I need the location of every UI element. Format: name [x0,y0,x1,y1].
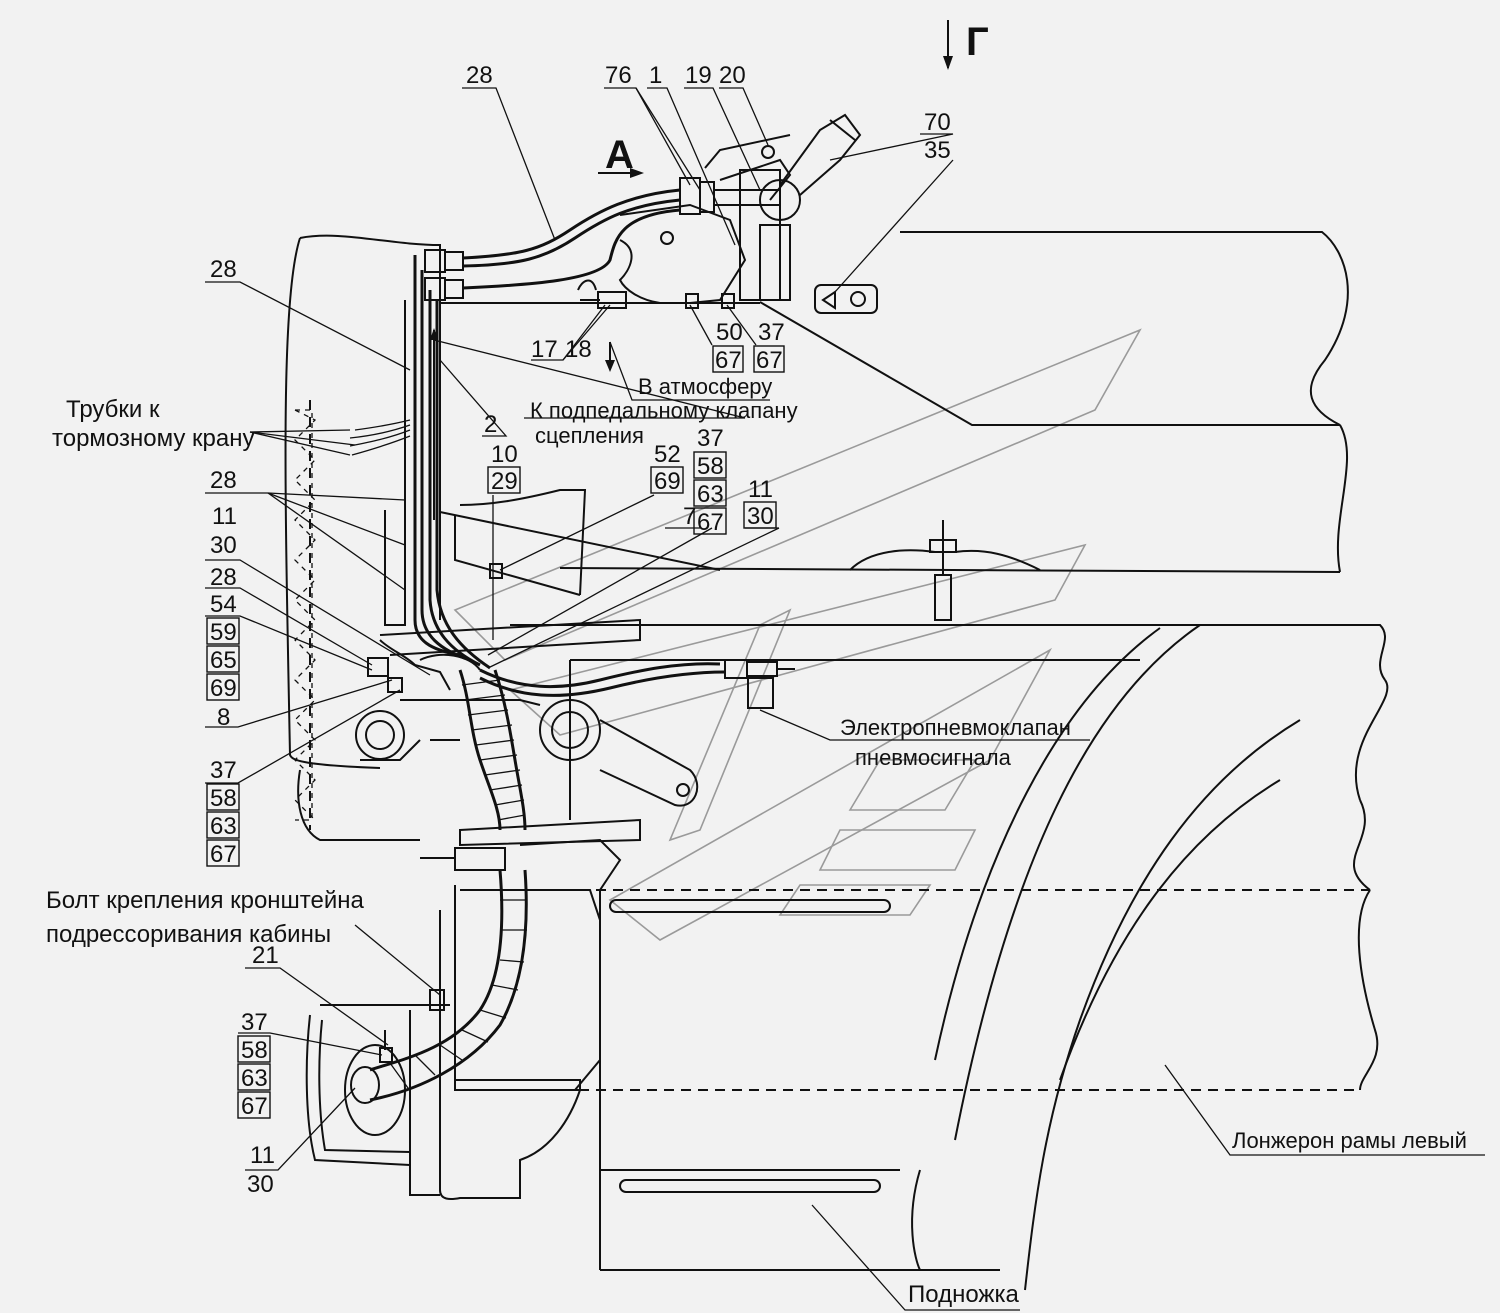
callout-30: 30 [247,1171,274,1198]
callout-65: 65 [210,647,237,674]
callout-8: 8 [217,704,230,731]
callout-37: 37 [210,757,237,784]
callout-58: 58 [697,453,724,480]
label-view-a: А [605,133,634,177]
label-valve-line1: Электропневмоклапан [840,715,1071,740]
label-step: Подножка [908,1281,1019,1308]
callout-67: 67 [241,1093,268,1120]
label-valve-line2: пневмосигнала [855,745,1012,770]
callout-52: 52 [654,441,681,468]
callout-58: 58 [210,785,237,812]
callout-1: 1 [649,62,662,89]
callout-67: 67 [210,841,237,868]
callouts: 28 76 1 19 20 70 35 28 17 18 50 67 37 67… [206,62,951,1198]
label-frame-rail: Лонжерон рамы левый [1232,1128,1467,1153]
callout-54: 54 [210,591,237,618]
callout-30: 30 [210,532,237,559]
callout-58: 58 [241,1037,268,1064]
label-clutch-line2: сцепления [535,423,644,448]
callout-28: 28 [466,62,493,89]
label-bolt-line1: Болт крепления кронштейна [46,887,365,914]
callout-63: 63 [697,481,724,508]
callout-11: 11 [748,476,773,503]
callout-67: 67 [715,347,742,374]
callout-19: 19 [685,62,712,89]
callout-21: 21 [252,942,279,969]
label-tubes-line2: тормозному крану [52,425,255,452]
callout-69: 69 [210,675,237,702]
callout-50: 50 [716,319,743,346]
vehicle-body [440,231,1389,1291]
callout-76: 76 [605,62,632,89]
callout-30: 30 [747,503,774,530]
view-arrows [430,20,953,372]
callout-35: 35 [924,137,951,164]
suspension-bracket [305,869,601,1200]
callout-20: 20 [719,62,746,89]
callout-10: 10 [491,441,518,468]
callout-18: 18 [565,336,592,363]
labels: Г А Трубки к тормозному крану В атмосфер… [46,20,1467,1308]
callout-28: 28 [210,256,237,283]
callout-28: 28 [210,467,237,494]
callout-59: 59 [210,619,237,646]
callout-37: 37 [697,425,724,452]
cabin-section [284,234,441,841]
callout-69: 69 [654,468,681,495]
tube-bundle [349,255,795,891]
label-tubes-line1: Трубки к [66,396,160,423]
callout-28: 28 [210,564,237,591]
callout-29: 29 [491,468,518,495]
label-view-g: Г [966,20,989,64]
callout-2: 2 [484,411,497,438]
label-bolt-line2: подрессоривания кабины [46,921,331,948]
callout-37: 37 [241,1009,268,1036]
valve-block [424,113,878,314]
callout-11: 11 [250,1142,275,1169]
callout-63: 63 [210,813,237,840]
watermark [453,328,1142,941]
callout-67: 67 [756,347,783,374]
callout-70: 70 [924,109,951,136]
callout-7: 7 [683,503,696,530]
callout-11: 11 [212,503,237,530]
callout-63: 63 [241,1065,268,1092]
label-atmosphere: В атмосферу [638,374,772,399]
leader-lines [205,87,1485,1311]
callout-37: 37 [758,319,785,346]
label-clutch-line1: К подпедальному клапану [530,398,798,423]
callout-67: 67 [697,509,724,536]
callout-17: 17 [531,336,558,363]
